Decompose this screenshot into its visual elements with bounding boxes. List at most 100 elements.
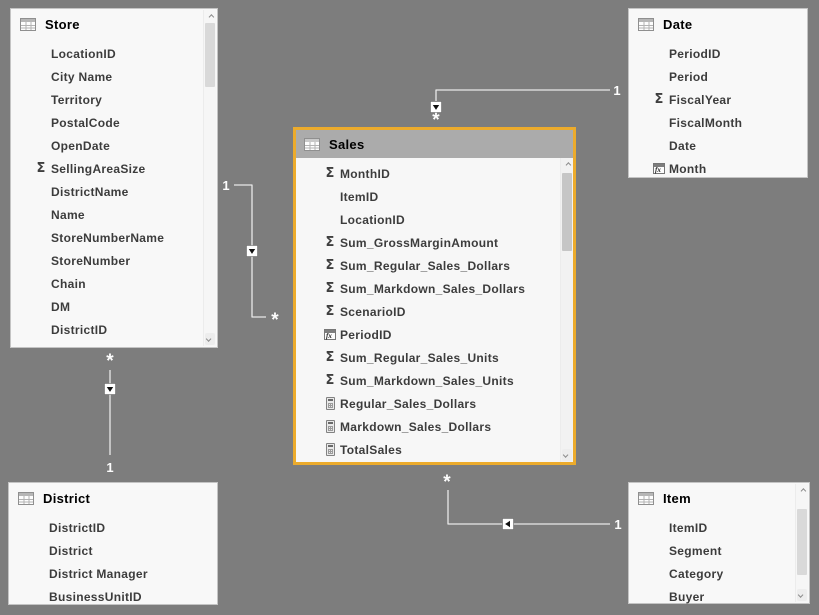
- field-row[interactable]: Date: [629, 134, 807, 157]
- relationship-date-sales[interactable]: 1 *: [430, 83, 621, 131]
- field-row[interactable]: DistrictName: [11, 180, 217, 203]
- cardinality-many-label: *: [106, 351, 114, 372]
- field-row[interactable]: TotalSales: [296, 438, 573, 461]
- relationship-item-sales[interactable]: * 1: [443, 472, 621, 532]
- relationship-arrow-marker: [430, 101, 442, 113]
- field-row[interactable]: BusinessUnitID: [9, 585, 217, 608]
- field-row[interactable]: Markdown_Sales_Dollars: [296, 415, 573, 438]
- field-row[interactable]: PeriodID: [296, 323, 573, 346]
- field-row[interactable]: OpenDate: [11, 134, 217, 157]
- field-label: District: [49, 543, 93, 558]
- field-row[interactable]: Σ Sum_Regular_Sales_Dollars: [296, 254, 573, 277]
- field-label: Territory: [51, 92, 103, 107]
- field-label: Month: [669, 161, 707, 176]
- relationship-arrow-marker: [246, 245, 258, 257]
- scroll-down-icon[interactable]: [797, 589, 807, 601]
- scroll-down-icon[interactable]: [205, 333, 215, 345]
- scrollbar-thumb[interactable]: [797, 509, 807, 575]
- field-row[interactable]: Buyer: [629, 585, 809, 608]
- field-row[interactable]: Month: [629, 157, 807, 180]
- field-row[interactable]: ItemID: [629, 516, 809, 539]
- field-row[interactable]: DM: [11, 295, 217, 318]
- field-row[interactable]: City Name: [11, 65, 217, 88]
- scrollbar-thumb[interactable]: [205, 23, 215, 87]
- field-row[interactable]: StoreNumberName: [11, 226, 217, 249]
- field-row[interactable]: ItemID: [296, 185, 573, 208]
- scroll-up-icon[interactable]: [561, 159, 573, 171]
- scroll-up-icon[interactable]: [204, 11, 216, 23]
- field-row[interactable]: LocationID: [296, 208, 573, 231]
- vertical-scrollbar[interactable]: [203, 10, 216, 346]
- field-label: MonthID: [340, 166, 391, 181]
- table-title: Sales: [329, 136, 365, 152]
- scroll-down-icon[interactable]: [562, 449, 572, 461]
- field-row[interactable]: LocationID: [11, 42, 217, 65]
- sigma-icon: Σ: [325, 350, 335, 365]
- field-label: Chain: [51, 276, 86, 291]
- field-label: ScenarioID: [340, 304, 406, 319]
- relationship-arrow-marker: [104, 383, 116, 395]
- vertical-scrollbar[interactable]: [795, 484, 808, 602]
- field-row[interactable]: PeriodID: [629, 42, 807, 65]
- field-label: TotalSales: [340, 442, 403, 457]
- field-row[interactable]: DistrictID: [9, 516, 217, 539]
- field-row[interactable]: District: [9, 539, 217, 562]
- field-label: Period: [669, 69, 709, 84]
- field-row[interactable]: Segment: [629, 539, 809, 562]
- cardinality-many-label: *: [432, 110, 440, 131]
- arrow-down-icon: [432, 105, 440, 110]
- field-label: Name: [51, 207, 85, 222]
- calculated-column-icon: [320, 329, 340, 340]
- field-row[interactable]: FiscalMonth: [629, 111, 807, 134]
- vertical-scrollbar[interactable]: [560, 158, 573, 462]
- field-row[interactable]: Category: [629, 562, 809, 585]
- field-row[interactable]: Territory: [11, 88, 217, 111]
- calculator-icon: [320, 397, 340, 410]
- cardinality-many-label: *: [443, 472, 451, 493]
- field-row[interactable]: Chain: [11, 272, 217, 295]
- relationship-line[interactable]: [435, 89, 610, 101]
- field-row[interactable]: StoreNumber: [11, 249, 217, 272]
- field-row[interactable]: Regular_Sales_Dollars: [296, 392, 573, 415]
- field-row[interactable]: Period: [629, 65, 807, 88]
- field-label: District Manager: [49, 566, 148, 581]
- table-header[interactable]: Store: [11, 9, 217, 39]
- table-header[interactable]: Item: [629, 483, 809, 513]
- field-label: PostalCode: [51, 115, 121, 130]
- scrollbar-thumb[interactable]: [562, 173, 572, 251]
- field-row[interactable]: Name: [11, 203, 217, 226]
- table-header[interactable]: District: [9, 483, 217, 513]
- field-label: PeriodID: [340, 327, 392, 342]
- field-row[interactable]: District Manager: [9, 562, 217, 585]
- sigma-icon: Σ: [325, 235, 335, 250]
- field-label: Sum_Regular_Sales_Dollars: [340, 258, 511, 273]
- field-label: LocationID: [51, 46, 116, 61]
- field-label: ItemID: [340, 189, 379, 204]
- relationship-store-sales[interactable]: 1 *: [222, 178, 279, 331]
- relationship-line[interactable]: [447, 490, 610, 525]
- table-header[interactable]: Sales: [296, 130, 573, 158]
- table-header[interactable]: Date: [629, 9, 807, 39]
- field-row[interactable]: PostalCode: [11, 111, 217, 134]
- sigma-icon: Σ: [325, 258, 335, 273]
- scroll-up-icon[interactable]: [796, 485, 808, 497]
- field-label: Buyer: [669, 589, 705, 604]
- field-row[interactable]: DistrictID: [11, 318, 217, 341]
- relationship-district-store[interactable]: * 1: [104, 351, 116, 475]
